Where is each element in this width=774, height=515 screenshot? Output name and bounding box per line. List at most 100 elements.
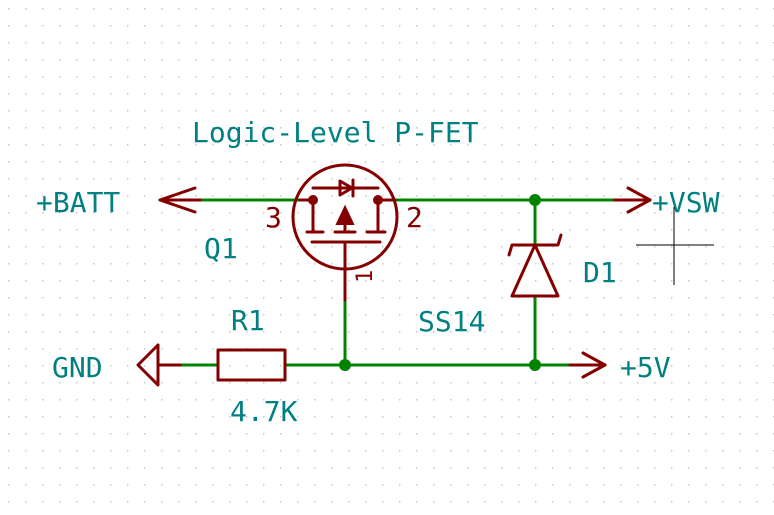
grid-dot: [348, 348, 350, 350]
grid-dot: [739, 42, 741, 44]
grid-dot: [314, 127, 316, 129]
grid-dot: [76, 25, 78, 27]
grid-dot: [603, 161, 605, 163]
grid-dot: [212, 127, 214, 129]
grid-dot: [467, 501, 469, 503]
grid-dot: [433, 484, 435, 486]
grid-dot: [144, 365, 146, 367]
grid-dot: [620, 399, 622, 401]
grid-dot: [501, 331, 503, 333]
grid-dot: [722, 314, 724, 316]
grid-dot: [569, 467, 571, 469]
grid-dot: [365, 59, 367, 61]
grid-dot: [314, 110, 316, 112]
grid-dot: [467, 144, 469, 146]
grid-dot: [688, 144, 690, 146]
grid-dot: [195, 195, 197, 197]
grid-dot: [229, 229, 231, 231]
grid-dot: [59, 450, 61, 452]
gnd-power-symbol[interactable]: [136, 343, 182, 387]
grid-dot: [433, 280, 435, 282]
grid-dot: [518, 297, 520, 299]
grid-dot: [59, 348, 61, 350]
grid-dot: [42, 42, 44, 44]
batt-power-symbol[interactable]: [158, 186, 202, 214]
vsw-label: +VSW: [652, 186, 720, 219]
grid-dot: [93, 127, 95, 129]
grid-dot: [535, 450, 537, 452]
grid-dot: [42, 348, 44, 350]
resistor-r1[interactable]: [216, 348, 287, 382]
grid-dot: [229, 450, 231, 452]
grid-dot: [654, 59, 656, 61]
grid-dot: [280, 433, 282, 435]
grid-dot: [484, 25, 486, 27]
grid-dot: [450, 110, 452, 112]
grid-dot: [620, 297, 622, 299]
5v-power-symbol[interactable]: [568, 351, 607, 379]
grid-dot: [263, 178, 265, 180]
grid-dot: [212, 484, 214, 486]
grid-dot: [654, 484, 656, 486]
grid-dot: [620, 263, 622, 265]
grid-dot: [229, 76, 231, 78]
grid-dot: [331, 127, 333, 129]
grid-dot: [280, 263, 282, 265]
grid-dot: [467, 297, 469, 299]
grid-dot: [399, 25, 401, 27]
grid-dot: [8, 501, 10, 503]
grid-dot: [722, 280, 724, 282]
grid-dot: [756, 365, 758, 367]
grid-dot: [110, 297, 112, 299]
grid-dot: [42, 93, 44, 95]
grid-dot: [76, 467, 78, 469]
grid-dot: [42, 467, 44, 469]
grid-dot: [127, 93, 129, 95]
grid-dot: [314, 42, 316, 44]
grid-dot: [586, 42, 588, 44]
grid-dot: [688, 399, 690, 401]
grid-dot: [637, 382, 639, 384]
grid-dot: [756, 8, 758, 10]
grid-dot: [93, 331, 95, 333]
diode-d1[interactable]: [507, 233, 563, 298]
grid-dot: [671, 484, 673, 486]
grid-dot: [603, 331, 605, 333]
grid-dot: [348, 59, 350, 61]
grid-dot: [110, 93, 112, 95]
vsw-power-symbol[interactable]: [613, 186, 652, 214]
grid-dot: [263, 501, 265, 503]
grid-dot: [331, 42, 333, 44]
grid-dot: [297, 127, 299, 129]
grid-dot: [637, 25, 639, 27]
grid-dot: [42, 331, 44, 333]
grid-dot: [671, 110, 673, 112]
grid-dot: [93, 161, 95, 163]
grid-dot: [484, 314, 486, 316]
grid-dot: [127, 161, 129, 163]
grid-dot: [297, 246, 299, 248]
grid-dot: [739, 110, 741, 112]
grid-dot: [297, 297, 299, 299]
pfet-q1[interactable]: [291, 163, 399, 302]
grid-dot: [8, 127, 10, 129]
grid-dot: [331, 348, 333, 350]
grid-dot: [433, 382, 435, 384]
grid-dot: [552, 178, 554, 180]
junction-5v: [529, 359, 541, 371]
grid-dot: [263, 416, 265, 418]
grid-dot: [8, 93, 10, 95]
grid-dot: [518, 314, 520, 316]
grid-dot: [688, 314, 690, 316]
grid-dot: [93, 178, 95, 180]
grid-dot: [59, 178, 61, 180]
grid-dot: [739, 229, 741, 231]
grid-dot: [246, 110, 248, 112]
grid-dot: [637, 297, 639, 299]
grid-dot: [620, 127, 622, 129]
grid-dot: [246, 25, 248, 27]
grid-dot: [722, 229, 724, 231]
grid-dot: [229, 382, 231, 384]
grid-dot: [297, 93, 299, 95]
